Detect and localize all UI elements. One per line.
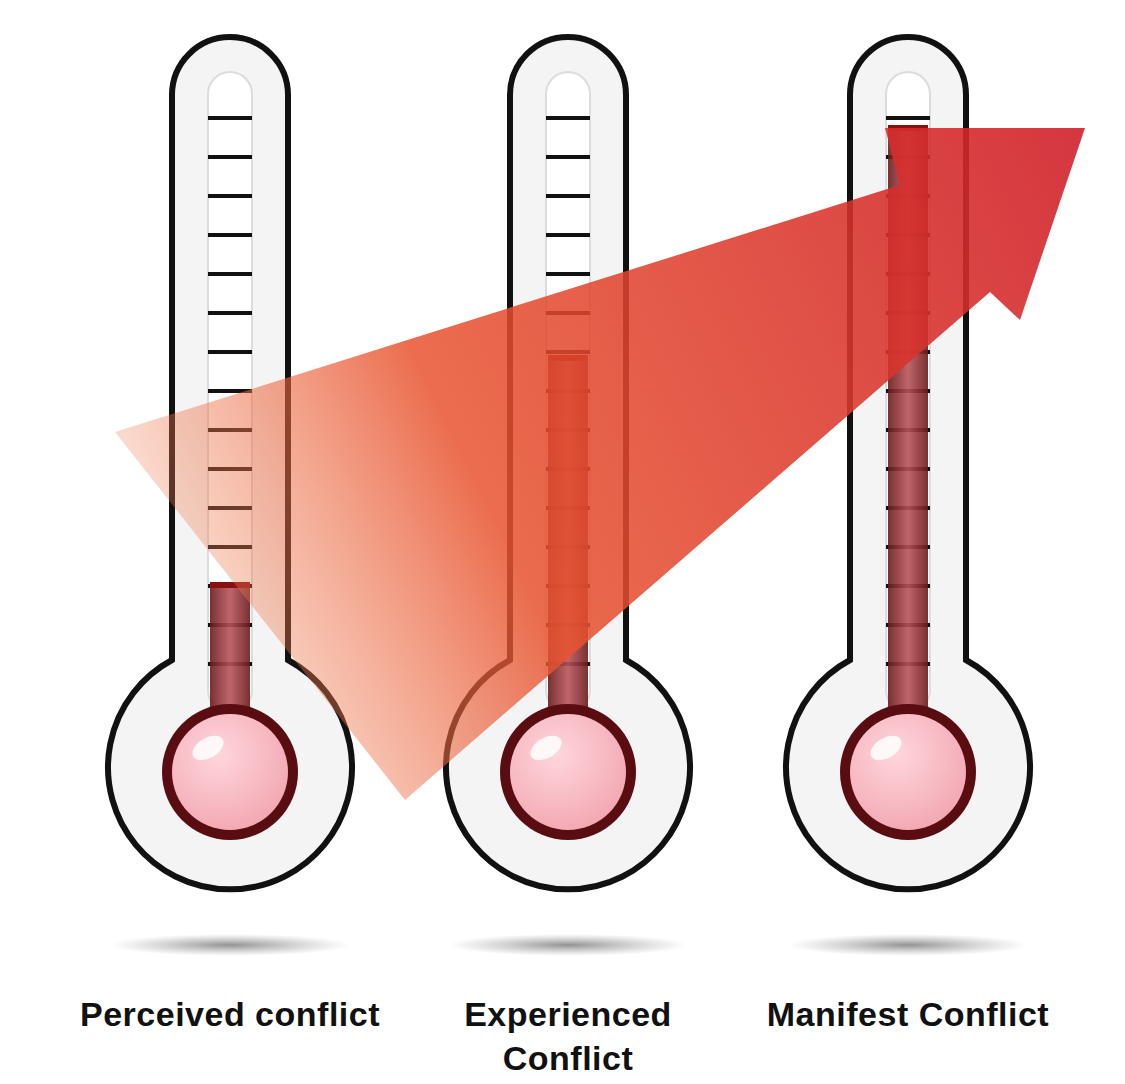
- bulb-highlight: [526, 731, 565, 765]
- shadow: [448, 934, 688, 956]
- shadow: [110, 934, 350, 956]
- tick: [886, 116, 930, 120]
- tick: [546, 155, 590, 159]
- rising-arrow: [115, 128, 1085, 800]
- bulb-rim: [162, 704, 298, 840]
- tick: [208, 272, 252, 276]
- bulb: [850, 714, 966, 830]
- bulb: [510, 714, 626, 830]
- mercury: [210, 582, 250, 720]
- tick: [208, 194, 252, 198]
- bulb-highlight: [866, 731, 905, 765]
- shadow: [788, 934, 1028, 956]
- tick: [208, 311, 252, 315]
- bulb: [172, 714, 288, 830]
- tick: [208, 233, 252, 237]
- tick: [546, 194, 590, 198]
- stage-label: Perceived conflict: [80, 992, 380, 1036]
- tick: [546, 116, 590, 120]
- tick: [208, 350, 252, 354]
- tick: [208, 116, 252, 120]
- bulb-highlight: [188, 731, 227, 765]
- tick: [546, 272, 590, 276]
- stage-label: Manifest Conflict: [758, 992, 1058, 1036]
- stage-label: Experienced Conflict: [418, 992, 718, 1080]
- tick: [208, 155, 252, 159]
- bulb-rim: [840, 704, 976, 840]
- bulb-rim: [500, 704, 636, 840]
- tick: [546, 233, 590, 237]
